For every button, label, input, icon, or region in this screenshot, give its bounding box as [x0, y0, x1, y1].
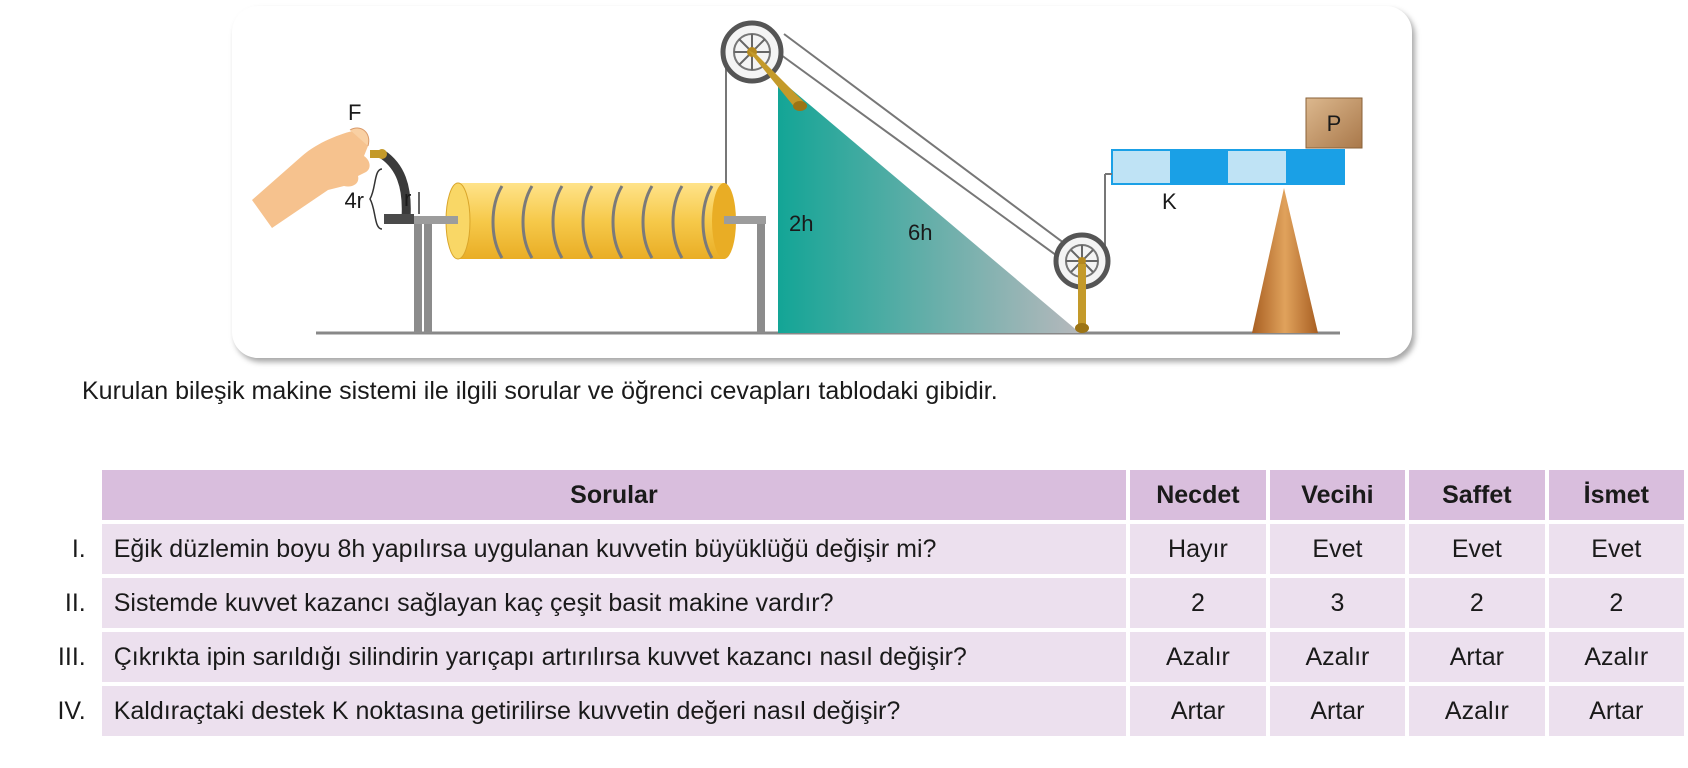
answer-cell: Evet: [1269, 524, 1406, 574]
answer-cell: Azalır: [1548, 632, 1684, 682]
answer-cell: Artar: [1409, 632, 1545, 682]
question-cell: Eğik düzlemin boyu 8h yapılırsa uygulana…: [101, 524, 1127, 574]
answer-cell: 2: [1130, 578, 1266, 628]
header-saffet: Saffet: [1409, 470, 1545, 520]
question-cell: Çıkrıkta ipin sarıldığı silindirin yarıç…: [101, 632, 1127, 682]
table-row: IV. Kaldıraçtaki destek K noktasına geti…: [26, 686, 1684, 736]
rope-incline: [783, 33, 1093, 265]
incline-length-label: 6h: [908, 220, 932, 245]
row-number: IV.: [26, 686, 98, 736]
row-number: II.: [26, 578, 98, 628]
answer-cell: 3: [1269, 578, 1406, 628]
radius-brace: [369, 168, 383, 230]
crank-handle: [370, 149, 414, 224]
answer-cell: Artar: [1130, 686, 1266, 736]
bottom-pulley: [1053, 232, 1111, 333]
header-questions: Sorular: [101, 470, 1127, 520]
answer-cell: 2: [1409, 578, 1545, 628]
row-number: III.: [26, 632, 98, 682]
answer-cell: Azalır: [1269, 632, 1406, 682]
force-label: F: [348, 100, 361, 125]
answer-cell: Azalır: [1130, 632, 1266, 682]
inclined-plane: [778, 78, 1080, 333]
answer-cell: Hayır: [1130, 524, 1266, 574]
cylinder-stands: [412, 216, 766, 333]
header-ismet: İsmet: [1548, 470, 1684, 520]
table-header-row: Sorular Necdet Vecihi Saffet İsmet: [26, 470, 1684, 520]
axle-radius-label: r: [404, 186, 411, 211]
fulcrum: [1252, 188, 1318, 333]
load-label: P: [1327, 111, 1342, 136]
table-row: II. Sistemde kuvvet kazancı sağlayan kaç…: [26, 578, 1684, 628]
winch-cylinder: [445, 182, 736, 260]
answer-cell: Evet: [1409, 524, 1545, 574]
header-necdet: Necdet: [1130, 470, 1266, 520]
intro-text: Kurulan bileşik makine sistemi ile ilgil…: [82, 377, 998, 405]
top-pulley: [720, 20, 807, 111]
table-row: I. Eğik düzlemin boyu 8h yapılırsa uygul…: [26, 524, 1684, 574]
table-row: III. Çıkrıkta ipin sarıldığı silindirin …: [26, 632, 1684, 682]
answer-cell: 2: [1548, 578, 1684, 628]
answer-cell: Evet: [1548, 524, 1684, 574]
hand-illustration: [252, 127, 370, 228]
incline-height-label: 2h: [789, 211, 813, 236]
rope-incline-2: [776, 51, 1083, 275]
load-box: [1305, 97, 1363, 149]
question-cell: Kaldıraçtaki destek K noktasına getirili…: [101, 686, 1127, 736]
answer-cell: Artar: [1269, 686, 1406, 736]
lever-point-label: K: [1162, 189, 1177, 214]
lever-bar: [1111, 149, 1345, 185]
answer-cell: Artar: [1548, 686, 1684, 736]
question-cell: Sistemde kuvvet kazancı sağlayan kaç çeş…: [101, 578, 1127, 628]
handle-radius-label: 4r: [344, 188, 364, 213]
row-number: I.: [26, 524, 98, 574]
answers-table: Sorular Necdet Vecihi Saffet İsmet I. Eğ…: [22, 466, 1688, 740]
header-vecihi: Vecihi: [1269, 470, 1406, 520]
answer-cell: Azalır: [1409, 686, 1545, 736]
header-corner: [26, 470, 98, 520]
rope-coils: [491, 185, 714, 259]
compound-machine-diagram: F 4r r 2h 6h K P: [252, 20, 1363, 335]
